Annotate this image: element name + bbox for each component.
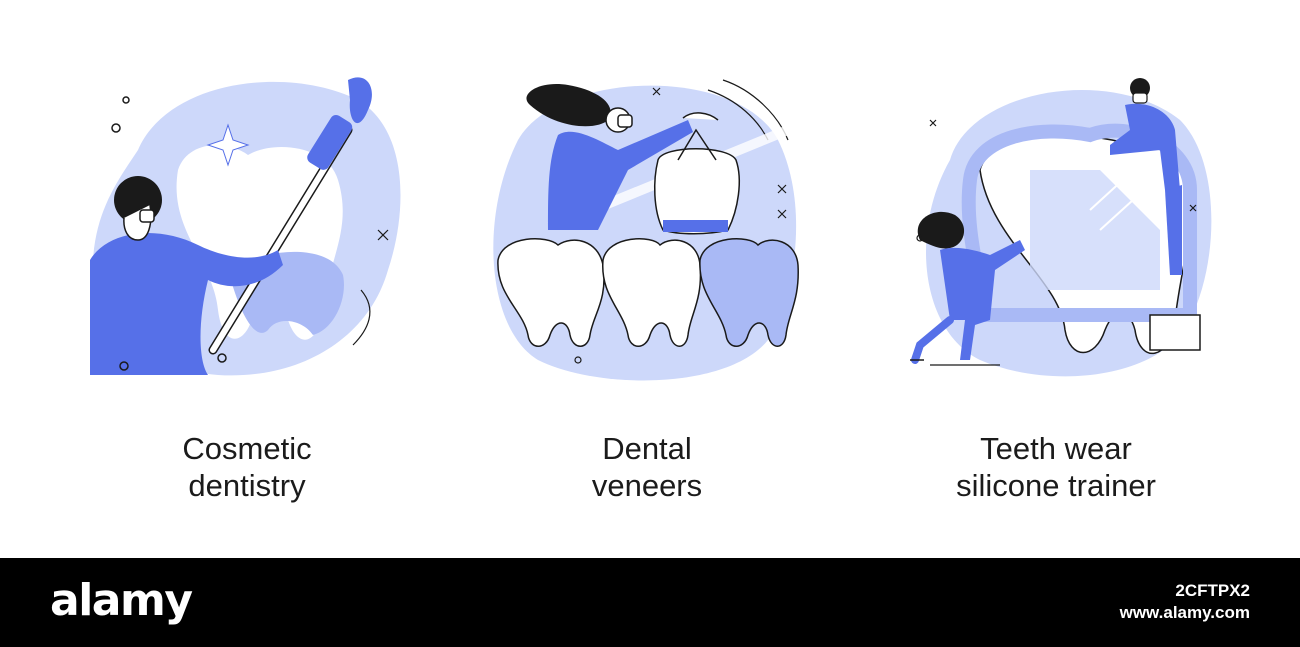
- silicone-trainer-icon: [910, 78, 1212, 377]
- caption-dental-veneers: Dental veneers: [467, 430, 827, 504]
- stock-footer: alamy 2CFTPX2 www.alamy.com: [0, 558, 1300, 647]
- illustration-canvas: Cosmetic dentistry Dental veneers Teeth …: [67, 60, 1236, 504]
- caption-line: Cosmetic: [182, 431, 312, 466]
- caption-cosmetic-dentistry: Cosmetic dentistry: [67, 430, 427, 504]
- cosmetic-dentistry-icon: [90, 77, 401, 376]
- image-reference: 2CFTPX2 www.alamy.com: [1120, 580, 1250, 624]
- silicone-trainer-illustration: [890, 60, 1230, 400]
- dental-veneers-illustration: [478, 60, 818, 400]
- caption-line: Teeth wear: [980, 431, 1132, 466]
- site-link[interactable]: www.alamy.com: [1119, 603, 1250, 622]
- caption-line: dentistry: [188, 468, 306, 503]
- caption-line: Dental: [602, 431, 692, 466]
- caption-silicone-trainer: Teeth wear silicone trainer: [876, 430, 1236, 504]
- cosmetic-dentistry-illustration: [78, 60, 418, 400]
- image-id: 2CFTPX2: [1175, 581, 1250, 600]
- caption-line: veneers: [591, 468, 703, 503]
- dental-veneers-icon: [493, 79, 799, 381]
- caption-line: silicone trainer: [956, 468, 1156, 503]
- alamy-logo[interactable]: alamy: [50, 575, 193, 626]
